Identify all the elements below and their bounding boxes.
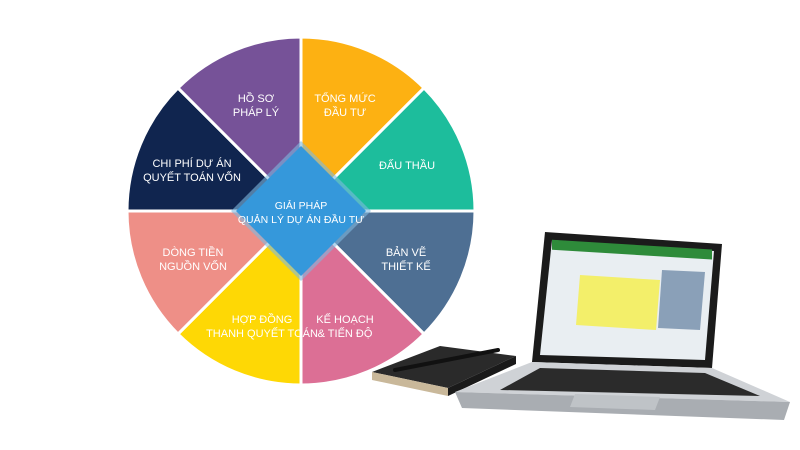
laptop-illustration bbox=[455, 232, 790, 420]
wheel-sector[interactable] bbox=[299, 207, 427, 387]
wheel-sector[interactable] bbox=[175, 35, 303, 215]
segment-project-cost[interactable]: CHI PHÍ DỰ ÁN QUYẾT TOÁN VỐN bbox=[143, 158, 241, 184]
pen-icon bbox=[393, 348, 500, 372]
center-title: GIẢI PHÁP QUẢN LÝ DỰ ÁN ĐẦU TƯ bbox=[236, 199, 366, 227]
wheel-sector[interactable] bbox=[297, 209, 477, 337]
wheel-sector[interactable] bbox=[125, 209, 305, 337]
segment-total-investment[interactable]: TỔNG MỨC ĐẦU TƯ bbox=[314, 93, 376, 119]
wheel-sector[interactable] bbox=[299, 35, 427, 215]
wheel-sector[interactable] bbox=[175, 207, 303, 387]
wheel-sector[interactable] bbox=[125, 85, 305, 213]
segment-design-drawings[interactable]: BẢN VẼ THIẾT KẾ bbox=[381, 247, 431, 273]
wheel-sector[interactable] bbox=[297, 85, 477, 213]
segment-plan-progress[interactable]: KẾ HOẠCH & TIẾN ĐỘ bbox=[316, 314, 374, 340]
segment-cash-flow[interactable]: DÒNG TIỀN NGUỒN VỐN bbox=[159, 247, 227, 273]
diamond-center bbox=[231, 141, 371, 281]
segment-bidding[interactable]: ĐẤU THẦU bbox=[378, 160, 436, 172]
center-title-line1: GIẢI PHÁP bbox=[274, 200, 328, 212]
segment-legal-documents[interactable]: HỒ SƠ PHÁP LÝ bbox=[232, 93, 280, 119]
center-title-line2: QUẢN LÝ DỰ ÁN ĐẦU TƯ bbox=[237, 214, 365, 226]
notebook-illustration bbox=[372, 346, 516, 396]
segment-contract-settlement[interactable]: HỢP ĐỒNG THANH QUYẾT TOÁN bbox=[206, 314, 318, 340]
